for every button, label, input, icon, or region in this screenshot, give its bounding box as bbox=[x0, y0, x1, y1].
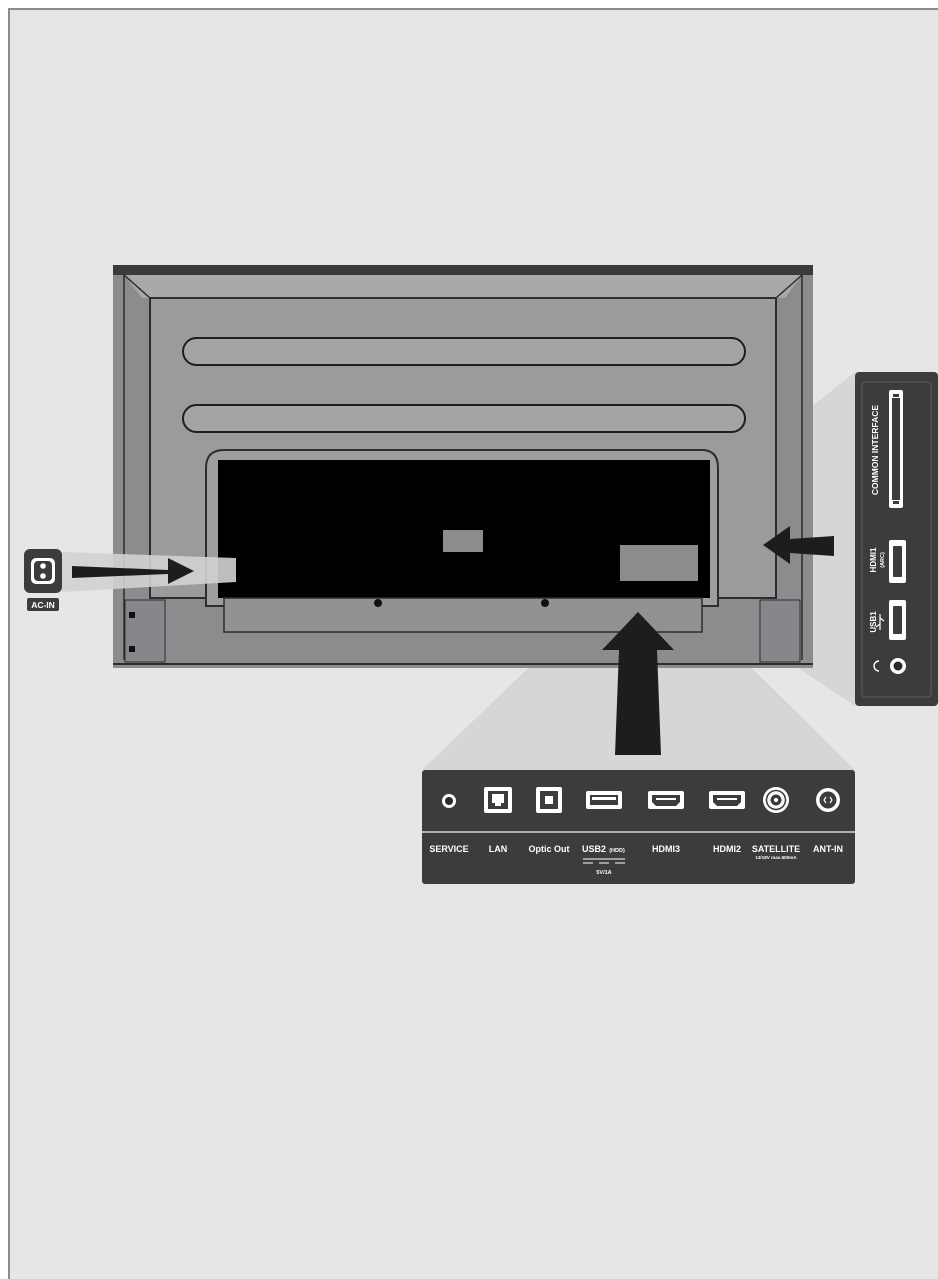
headphone-icon bbox=[873, 660, 880, 672]
port-label-usb2-sub: (HDD) bbox=[609, 848, 625, 854]
port-label-ant-in: ANT-IN bbox=[813, 844, 843, 854]
ac-in-label: AC-IN bbox=[31, 600, 55, 610]
page-border-top bbox=[8, 8, 938, 10]
usb-icon bbox=[875, 614, 885, 630]
hdmi3-port bbox=[648, 791, 684, 809]
left-stand-mount bbox=[124, 599, 166, 663]
dc-symbol bbox=[583, 858, 625, 864]
headphone-jack bbox=[890, 658, 906, 674]
screw-left bbox=[374, 599, 382, 607]
port-label-satellite: SATELLITE bbox=[752, 844, 800, 854]
tv-top-bezel bbox=[113, 265, 813, 275]
usb1-port bbox=[889, 600, 906, 640]
hdmi1-label: HDMI1 bbox=[869, 547, 878, 572]
port-label-hdmi3: HDMI3 bbox=[652, 844, 680, 854]
common-interface-label: COMMON INTERFACE bbox=[870, 405, 880, 496]
board-port-block bbox=[620, 545, 698, 581]
ant-in-port bbox=[816, 788, 840, 812]
vent-slot-2 bbox=[182, 404, 746, 433]
tv-bevel bbox=[124, 275, 802, 298]
arrow-right-icon bbox=[72, 558, 194, 584]
power-socket-icon bbox=[31, 558, 55, 584]
satellite-port bbox=[763, 787, 789, 813]
usb1-label: USB1 bbox=[869, 611, 878, 633]
ci-slot bbox=[889, 390, 903, 508]
page-margin-top bbox=[0, 0, 938, 8]
port-label-hdmi2: HDMI2 bbox=[713, 844, 741, 854]
arrow-up-icon bbox=[602, 612, 674, 755]
port-label-optic-out: Optic Out bbox=[529, 844, 570, 854]
hdmi1-sub-label: (ARC) bbox=[880, 552, 886, 568]
tv-back bbox=[113, 265, 813, 668]
port-label-usb2: USB2 bbox=[582, 844, 606, 854]
bottom-connector-panel: SERVICE LAN Optic Out USB2 (HDD) 5V/1A H… bbox=[422, 770, 855, 884]
page-margin-left bbox=[0, 8, 8, 1279]
hdmi1-port bbox=[889, 540, 906, 583]
service-port bbox=[442, 794, 456, 808]
port-label-service: SERVICE bbox=[429, 844, 468, 854]
usb2-rating: 5V/1A bbox=[596, 870, 611, 876]
bottom-cover bbox=[223, 597, 703, 633]
ac-in-label-box bbox=[27, 598, 59, 611]
side-connector-panel: COMMON INTERFACE HDMI1 (ARC) USB1 bbox=[855, 372, 938, 706]
satellite-rating: 13/18V max.500mA bbox=[755, 855, 797, 860]
port-label-lan: LAN bbox=[489, 844, 508, 854]
usb2-port bbox=[586, 791, 622, 809]
screw-right bbox=[541, 599, 549, 607]
board-label-plate bbox=[443, 530, 483, 552]
lan-port bbox=[484, 787, 512, 813]
vent-slot-1 bbox=[182, 337, 746, 366]
hdmi2-port bbox=[709, 791, 745, 809]
right-stand-mount bbox=[759, 599, 801, 663]
arrow-left-icon bbox=[763, 526, 834, 564]
optic-out-port bbox=[536, 787, 562, 813]
page-border-left bbox=[8, 8, 10, 1279]
ac-in-connector: AC-IN bbox=[24, 549, 62, 611]
